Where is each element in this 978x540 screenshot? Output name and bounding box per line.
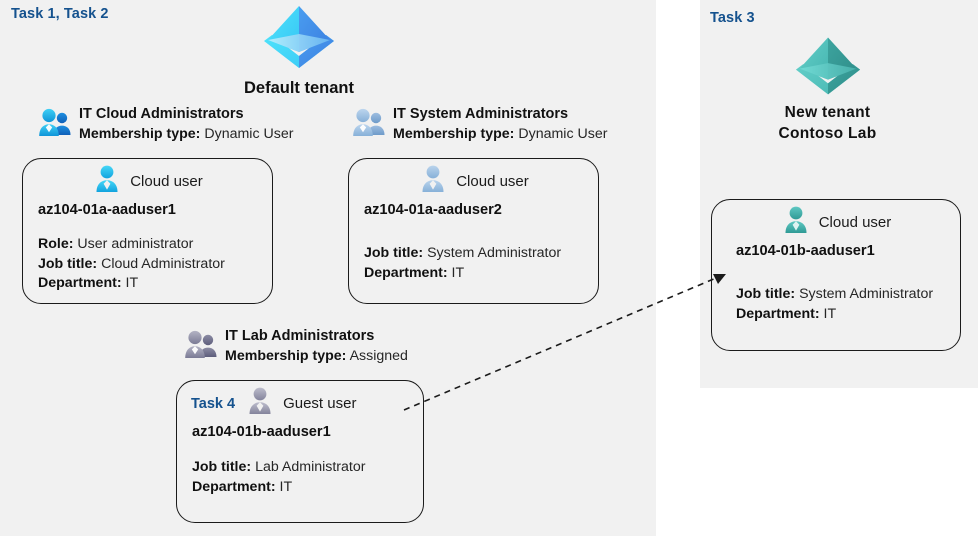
user-principal-name: az104-01b-aaduser1 — [192, 424, 331, 440]
attr-label: Job title: — [364, 245, 424, 261]
tenant-new-name-line1: New tenant — [784, 104, 871, 121]
group-membership-type: Membership type: Assigned — [225, 347, 408, 365]
attr-value: Cloud Administrator — [101, 255, 225, 272]
attr-label: Role: — [38, 236, 74, 252]
user-type-label: Cloud user — [456, 173, 529, 190]
group-it-cloud-administrators: IT Cloud Administrators Membership type:… — [38, 105, 293, 144]
attr-job-title: Job title: System Administrator — [736, 285, 960, 305]
user-type-label: Cloud user — [130, 173, 203, 190]
guest-user-icon — [245, 386, 275, 421]
group-membership-label: Membership type: — [79, 126, 201, 143]
group-membership-label: Membership type: — [225, 348, 347, 365]
azure-ad-tenant-icon — [750, 32, 905, 103]
attr-job-title: Job title: Lab Administrator — [192, 458, 423, 478]
attr-label: Job title: — [736, 286, 796, 302]
cloud-user-icon — [418, 164, 448, 199]
group-it-system-administrators: IT System Administrators Membership type… — [352, 105, 607, 144]
attr-label: Department: — [364, 264, 448, 281]
card-header: Cloud user — [23, 159, 272, 199]
task-label-4: Task 4 — [191, 395, 236, 412]
attr-value: User administrator — [77, 236, 194, 252]
user-type-label: Guest user — [283, 395, 357, 412]
user-card-guest-az104-01b-aaduser1: Task 4 Guest user az104-01b-aaduser1 — [176, 380, 424, 523]
attr-value: System Administrator — [427, 245, 562, 261]
attr-value: IT — [279, 478, 293, 495]
cloud-user-icon — [92, 164, 122, 199]
user-attributes: Job title: System Administrator Departme… — [712, 285, 960, 324]
group-membership-value: Assigned — [349, 348, 408, 365]
attr-value: Lab Administrator — [255, 459, 366, 475]
tenant-default-name: Default tenant — [243, 79, 354, 97]
group-membership-value: Dynamic User — [518, 126, 608, 143]
attr-department: Department: IT — [736, 305, 960, 325]
azure-ad-tenant-icon — [219, 0, 379, 77]
group-membership-value: Dynamic User — [204, 126, 294, 143]
user-card-az104-01b-aaduser1-cloud: Cloud user az104-01b-aaduser1 Job title:… — [711, 199, 961, 351]
attr-department: Department: IT — [364, 264, 598, 284]
group-title: IT Lab Administrators — [225, 328, 375, 344]
task-label-1-2: Task 1, Task 2 — [11, 6, 109, 22]
attr-value: IT — [451, 264, 465, 281]
card-header: Cloud user — [712, 200, 960, 240]
group-title: IT Cloud Administrators — [79, 106, 244, 122]
attr-department: Department: IT — [192, 478, 423, 498]
user-type-label: Cloud user — [818, 214, 892, 231]
attr-label: Department: — [736, 305, 820, 322]
attr-label: Job title: — [192, 459, 252, 475]
cloud-user-icon — [781, 205, 811, 240]
user-attributes: Job title: System Administrator Departme… — [349, 244, 598, 283]
group-users-icon — [38, 107, 72, 142]
card-header: Cloud user — [349, 159, 598, 199]
attr-job-title: Job title: Cloud Administrator — [38, 255, 272, 275]
user-attributes: Role: User administrator Job title: Clou… — [23, 235, 272, 294]
attr-value: IT — [125, 275, 139, 292]
attr-job-title: Job title: System Administrator — [364, 244, 598, 264]
group-membership-type: Membership type: Dynamic User — [393, 125, 607, 143]
group-it-lab-administrators: IT Lab Administrators Membership type: A… — [184, 327, 408, 366]
group-users-icon — [184, 329, 218, 364]
user-attributes: Job title: Lab Administrator Department:… — [177, 458, 423, 497]
tenant-new-name-line2: Contoso Lab — [778, 124, 877, 142]
user-principal-name: az104-01a-aaduser2 — [364, 202, 502, 218]
attr-value: System Administrator — [799, 286, 934, 302]
tenant-default: Default tenant — [219, 0, 379, 99]
attr-label: Department: — [192, 478, 276, 495]
attr-label: Job title: — [38, 255, 98, 272]
attr-label: Department: — [38, 275, 122, 292]
group-membership-type: Membership type: Dynamic User — [79, 125, 293, 143]
group-membership-label: Membership type: — [393, 126, 515, 143]
card-header: Task 4 Guest user — [177, 381, 423, 421]
user-card-az104-01a-aaduser1: Cloud user az104-01a-aaduser1 Role: User… — [22, 158, 273, 304]
user-principal-name: az104-01a-aaduser1 — [38, 202, 176, 218]
task-label-3: Task 3 — [710, 10, 755, 26]
tenant-new: New tenant Contoso Lab — [750, 32, 905, 145]
user-principal-name: az104-01b-aaduser1 — [736, 243, 875, 259]
user-card-az104-01a-aaduser2: Cloud user az104-01a-aaduser2 Job title:… — [348, 158, 599, 304]
attr-role: Role: User administrator — [38, 235, 272, 255]
group-title: IT System Administrators — [393, 106, 569, 122]
attr-value: IT — [823, 305, 837, 322]
attr-department: Department: IT — [38, 274, 272, 294]
group-users-icon — [352, 107, 386, 142]
